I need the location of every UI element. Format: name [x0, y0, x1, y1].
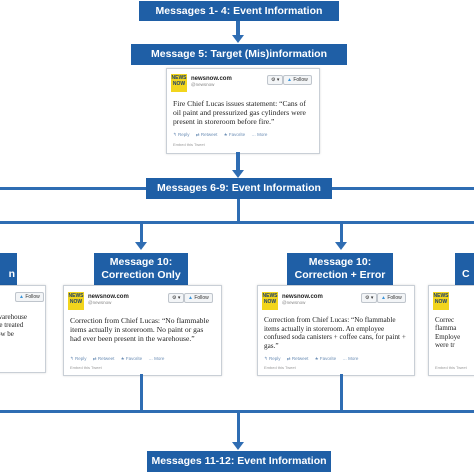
arrow-down-icon	[232, 442, 244, 450]
tweet-actions: ↰ Reply ⇄ Retweet ★ Favorite … More	[173, 132, 272, 138]
tweet-correction-error: NEWS NOW newsnow.com @newsnow ⚙ ▾ ▲ Foll…	[257, 285, 415, 376]
account-name: newsnow.com	[191, 76, 232, 82]
branch-line-right	[332, 187, 474, 190]
branch-line-bottom	[0, 410, 474, 413]
favorite-link[interactable]: ★ Favorite	[120, 356, 143, 361]
connector-line	[140, 224, 143, 242]
retweet-link[interactable]: ⇄ Retweet	[286, 356, 309, 361]
messages-1-4-label: Messages 1- 4: Event Information	[155, 4, 323, 17]
connector-line	[140, 374, 143, 412]
follow-button[interactable]: ▲ Follow	[377, 293, 406, 303]
connector-line	[340, 224, 343, 242]
embed-link[interactable]: Embed this Tweet	[173, 142, 205, 147]
bird-icon: ▲	[381, 295, 386, 301]
right-partial-label: C	[462, 267, 470, 280]
correction-error-line1: Message 10:	[308, 256, 372, 269]
follow-button[interactable]: ▲ Follow	[184, 293, 213, 303]
bird-icon: ▲	[19, 294, 24, 300]
favorite-link[interactable]: ★ Favorite	[223, 132, 246, 137]
message-5-box: Message 5: Target (Mis)information	[131, 44, 347, 65]
tweet-text: Fire Chief Lucas issues statement: “Cans…	[173, 99, 306, 127]
account-name: newsnow.com	[282, 294, 323, 300]
arrow-down-icon	[335, 242, 347, 250]
correction-only-line1: Message 10:	[109, 256, 173, 269]
account-handle: @newsnow	[282, 300, 306, 305]
favorite-link[interactable]: ★ Favorite	[314, 356, 337, 361]
correction-error-line2: Correction + Error	[294, 269, 386, 281]
messages-6-9-label: Messages 6-9: Event Information	[157, 182, 321, 195]
connector-line	[340, 374, 343, 412]
tweet-text: Correction from Chief Lucas: “No flammab…	[264, 316, 406, 350]
arrow-down-icon	[232, 170, 244, 178]
follow-button[interactable]: ▲ Follow	[283, 75, 312, 85]
reply-link[interactable]: ↰ Reply	[70, 356, 87, 361]
message-5-label: Message 5: Target (Mis)information	[151, 48, 327, 61]
message-10-left-partial-box: n	[0, 253, 17, 285]
tweet-actions: ↰ Reply ⇄ Retweet ★ Favorite … More	[264, 356, 363, 362]
news-now-logo: NEWS NOW	[171, 74, 187, 92]
embed-link[interactable]: Embed this Tweet	[435, 365, 467, 370]
message-10-right-partial-box: C	[455, 253, 474, 285]
news-now-logo: NEWS NOW	[433, 292, 449, 310]
more-link[interactable]: … More	[251, 132, 268, 137]
arrow-down-icon	[135, 242, 147, 250]
message-10-correction-error-box: Message 10: Correction + Error	[287, 253, 393, 285]
account-name: newsnow.com	[88, 294, 129, 300]
branch-line-left	[0, 187, 146, 190]
embed-link[interactable]: Embed this Tweet	[70, 365, 102, 370]
tweet-text: Correction from Chief Lucas: “No flammab…	[70, 316, 209, 344]
tweet-author: newsnow.com @newsnow	[282, 294, 323, 305]
follow-button[interactable]: ▲ Follow	[15, 292, 44, 302]
connector-line	[237, 413, 240, 443]
connector-line	[236, 152, 240, 170]
connector-line	[236, 21, 240, 35]
reply-link[interactable]: ↰ Reply	[173, 132, 190, 137]
tweet-text: Correc flamma Employe were tr	[435, 316, 461, 350]
messages-11-12-label: Messages 11-12: Event Information	[151, 455, 327, 468]
more-link[interactable]: … More	[148, 356, 165, 361]
messages-1-4-box: Messages 1- 4: Event Information	[139, 1, 339, 21]
account-handle: @newsnow	[88, 300, 112, 305]
tweet-actions: ↰ Reply ⇄ Retweet ★ Favorite … More	[70, 356, 169, 362]
message-10-correction-only-box: Message 10: Correction Only	[94, 253, 188, 285]
bird-icon: ▲	[287, 77, 292, 83]
tweet-correction-only: NEWS NOW newsnow.com @newsnow ⚙ ▾ ▲ Foll…	[63, 285, 222, 376]
tweet-target: NEWS NOW newsnow.com @newsnow ⚙ ▾ ▲ Foll…	[166, 68, 320, 154]
bird-icon: ▲	[188, 295, 193, 301]
retweet-link[interactable]: ⇄ Retweet	[195, 132, 218, 137]
arrow-down-icon	[232, 35, 244, 43]
gear-icon[interactable]: ⚙ ▾	[267, 75, 284, 85]
messages-6-9-box: Messages 6-9: Event Information	[146, 178, 332, 199]
left-partial-label: n	[8, 267, 15, 280]
news-now-logo: NEWS NOW	[262, 292, 278, 310]
account-handle: @newsnow	[191, 82, 215, 87]
connector-line	[237, 199, 240, 221]
retweet-link[interactable]: ⇄ Retweet	[92, 356, 115, 361]
tweet-text: warehouse re treated ow be ”	[0, 313, 27, 346]
more-link[interactable]: … More	[342, 356, 359, 361]
tweet-author: newsnow.com @newsnow	[191, 76, 232, 87]
correction-only-line2: Correction Only	[101, 269, 181, 281]
branch-line-lower	[0, 221, 474, 224]
messages-11-12-box: Messages 11-12: Event Information	[147, 451, 331, 472]
embed-link[interactable]: Embed this Tweet	[264, 365, 296, 370]
reply-link[interactable]: ↰ Reply	[264, 356, 281, 361]
news-now-logo: NEWS NOW	[68, 292, 84, 310]
tweet-left-partial: ▲ Follow warehouse re treated ow be ”	[0, 285, 46, 373]
gear-icon[interactable]: ⚙ ▾	[168, 293, 185, 303]
tweet-author: newsnow.com @newsnow	[88, 294, 129, 305]
tweet-right-partial: NEWS NOW Correc flamma Employe were tr E…	[428, 285, 474, 376]
gear-icon[interactable]: ⚙ ▾	[361, 293, 378, 303]
